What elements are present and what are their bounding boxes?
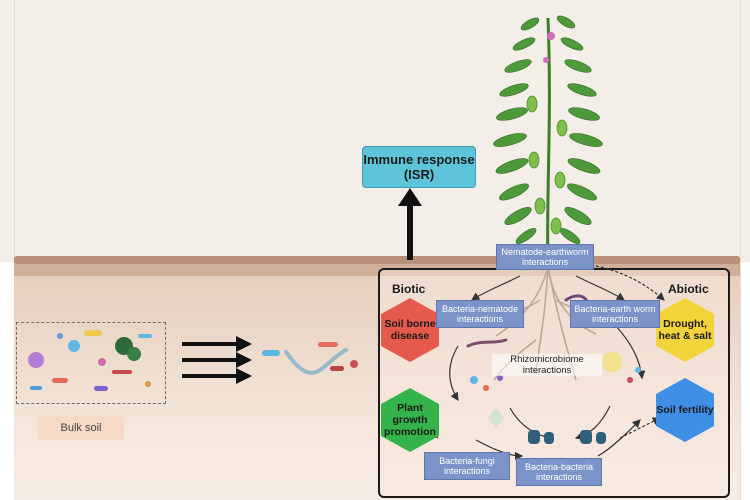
abiotic-title: Abiotic [668, 282, 709, 296]
rhizomicrobiome-interactions-label: Rhizomicrobiome interactions [492, 354, 602, 376]
right-edge-line [740, 0, 741, 500]
up-arrow-icon [398, 188, 422, 260]
immune-response-box: Immune response (ISR) [362, 146, 476, 188]
left-edge-line [14, 0, 15, 500]
bacteria-earthworm-interactions-tag: Bacteria-earth worm interactions [570, 300, 660, 328]
bulk-soil-box [16, 322, 166, 404]
bacteria-fungi-interactions-tag: Bacteria-fungi interactions [424, 452, 510, 480]
above-ground-background [0, 0, 750, 262]
soil-fertility-hexagon: Soil fertility [656, 378, 714, 442]
bulk-soil-label: Bulk soil [38, 416, 124, 440]
drought-heat-salt-hexagon: Drought, heat & salt [656, 298, 714, 362]
bacteria-bacteria-interactions-tag: Bacteria-bacteria interactions [516, 458, 602, 486]
nematode-earthworm-interactions-tag: Nematode-earthworm interactions [496, 244, 594, 270]
bacteria-nematode-interactions-tag: Bacteria-nematode interactions [436, 300, 524, 328]
soil-surface [14, 256, 740, 264]
biotic-title: Biotic [392, 282, 426, 296]
